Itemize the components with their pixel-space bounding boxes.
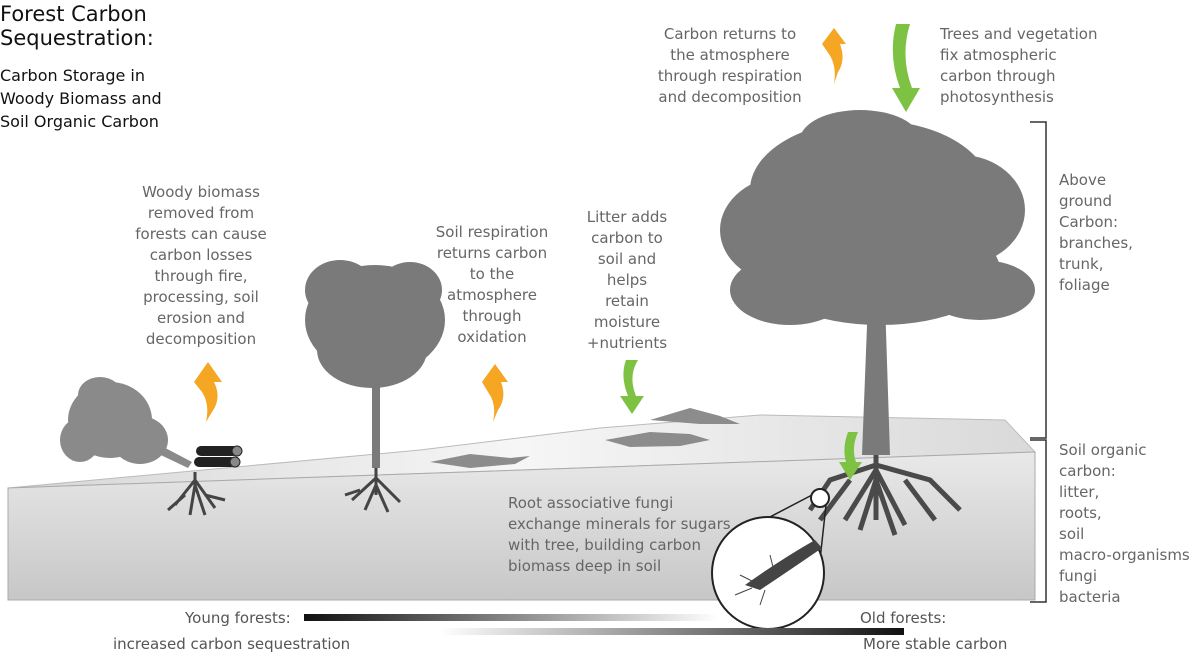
uptake-arrow-litter — [620, 360, 644, 414]
uptake-arrow-soil — [839, 432, 862, 480]
fungi-magnifier — [711, 488, 830, 630]
above-ground-bracket — [1030, 121, 1047, 439]
uptake-arrow-top — [892, 24, 920, 112]
label-soil-organic-carbon: Soil organic carbon: litter, roots, soil… — [1059, 441, 1190, 606]
diagram-subtitle: Carbon Storage in Woody Biomass and Soil… — [0, 66, 162, 131]
label-carbon-returns: Carbon returns to the atmosphere through… — [657, 25, 803, 106]
diagram-title: Forest Carbon Sequestration: — [0, 2, 154, 50]
fallen-tree — [60, 377, 192, 468]
emission-arrow-top — [822, 28, 846, 84]
soil-carbon-bracket — [1030, 439, 1047, 603]
label-woody-biomass-removed: Woody biomass removed from forests can c… — [135, 183, 267, 348]
old-forests-title: Old forests: — [860, 609, 947, 627]
old-forest-gradient-bar — [440, 628, 904, 635]
young-tree — [305, 260, 445, 468]
old-tree — [720, 110, 1035, 455]
label-trees-fix-carbon: Trees and vegetation fix atmospheric car… — [940, 25, 1098, 106]
cut-logs — [194, 445, 243, 468]
young-forest-gradient-bar — [304, 614, 718, 621]
label-above-ground-carbon: Above ground Carbon: branches, trunk, fo… — [1059, 171, 1133, 294]
young-forests-title: Young forests: — [185, 609, 291, 627]
emission-arrow-left — [194, 362, 222, 422]
young-forests-desc: increased carbon sequestration — [113, 635, 351, 653]
stump-roots — [167, 472, 226, 516]
old-tree-roots — [807, 455, 962, 536]
emission-arrow-mid — [482, 364, 508, 422]
young-tree-roots — [344, 468, 402, 513]
label-litter: Litter adds carbon to soil and helps ret… — [586, 208, 668, 352]
litter — [430, 408, 740, 468]
label-soil-respiration: Soil respiration returns carbon to the a… — [435, 223, 549, 346]
old-forests-desc: More stable carbon — [863, 635, 1008, 653]
label-root-fungi: Root associative fungi exchange minerals… — [508, 494, 731, 575]
